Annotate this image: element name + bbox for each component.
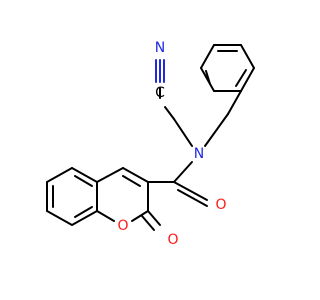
bond [204,113,229,147]
bond [200,44,215,69]
molecule-diagram: N C N O O O [46,40,255,248]
bond [173,118,193,147]
structure-svg: N C N O O O [46,40,255,248]
bond [122,175,141,187]
atom-label-nitrile-n: N [155,40,165,56]
bond [227,90,242,115]
bond [164,106,175,120]
atom-label-ring-o: O [117,218,128,234]
bond [235,69,247,87]
bond-lines [46,44,255,231]
atom-label-amide-o: O [215,197,226,213]
bond [46,210,73,226]
bond [200,67,215,92]
nitrile-triple-bond [155,59,165,99]
bond [240,67,255,92]
bond [240,44,255,69]
bond [205,70,211,85]
bond [74,175,93,187]
bond [177,189,208,207]
atom-label-lactone-o: O [167,232,178,248]
bond [96,167,124,183]
bond [122,167,149,183]
atom-label-amide-n: N [194,146,204,162]
atom-label-nitrile-c: C [155,85,165,101]
bond [71,167,98,183]
bond [74,206,93,218]
bond [131,210,149,222]
bond [96,210,115,222]
bond [173,161,193,183]
bond [173,181,208,201]
bond [46,167,73,183]
bond [147,210,161,226]
bond [71,210,98,226]
bond [141,215,155,231]
